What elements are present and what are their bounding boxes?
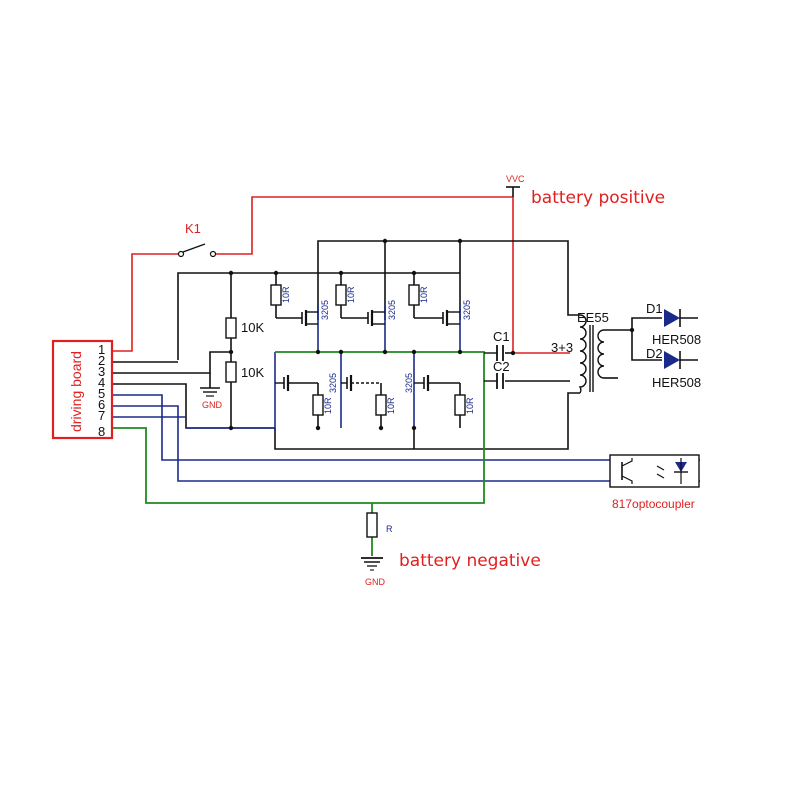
diode-d1: D1 HER508 (646, 301, 701, 347)
divider-bottom-label: 10K (241, 365, 264, 380)
vcc-label: VVC (506, 174, 525, 184)
connector-pin-8: 8 (98, 424, 105, 439)
svg-text:3205: 3205 (320, 300, 330, 320)
black-wires (113, 240, 698, 450)
switch-k1-label: K1 (185, 221, 201, 236)
resistor-r-bottom: R (366, 512, 393, 538)
switch-k1: K1 (177, 221, 217, 258)
connector-pin-4: 4 (98, 375, 105, 390)
d1-label: D1 (646, 301, 663, 316)
gate-resistor-top-1: 10R (270, 284, 291, 306)
mosfet-top-2: 3205 (367, 300, 397, 326)
svg-text:3205: 3205 (404, 373, 414, 393)
mosfet-bottom-1: 3205 (275, 373, 338, 393)
mosfet-top-3: 3205 (442, 300, 472, 326)
d2-part-label: HER508 (652, 375, 701, 390)
driving-board-connector: driving board 1 2 3 4 5 6 7 8 (51, 339, 114, 440)
mosfet-top-1: 3205 (301, 300, 330, 326)
svg-text:10R: 10R (323, 397, 333, 414)
connector-pin-2: 2 (98, 353, 105, 368)
divider-top-label: 10K (241, 320, 264, 335)
c2-label: C2 (493, 359, 510, 374)
optocoupler-817: 817optocoupler (609, 454, 700, 511)
d2-label: D2 (646, 346, 663, 361)
connector-pin-3: 3 (98, 364, 105, 379)
connector-pin-1: 1 (98, 342, 105, 357)
gnd-left-symbol: GND (200, 382, 223, 410)
mosfet-bottom-3: 3205 (404, 373, 460, 393)
svg-text:10R: 10R (281, 286, 291, 303)
battery-positive-label: battery positive (531, 188, 665, 208)
transformer-ratio-label: 3+3 (551, 340, 573, 355)
c1-label: C1 (493, 329, 510, 344)
svg-text:10R: 10R (465, 397, 475, 414)
junction-dots (228, 238, 635, 431)
transformer-label: EE55 (577, 310, 609, 325)
gate-resistor-bottom-3: 10R (454, 394, 475, 416)
gate-resistor-bottom-2: 10R (375, 394, 396, 416)
divider-resistor-top: 10K (225, 317, 264, 339)
connector-pin-7: 7 (98, 408, 105, 423)
d1-part-label: HER508 (652, 332, 701, 347)
optocoupler-label: 817optocoupler (612, 497, 695, 511)
divider-resistor-bottom: 10K (225, 361, 264, 383)
battery-negative-net (113, 351, 485, 556)
connector-pin-5: 5 (98, 386, 105, 401)
gnd-bottom-symbol: GND (361, 557, 386, 587)
r-bottom-label: R (386, 524, 393, 534)
gate-resistor-top-2: 10R (335, 284, 356, 306)
capacitor-c1: C1 (484, 329, 510, 361)
gate-resistor-bottom-1: 10R (312, 394, 333, 416)
svg-text:10R: 10R (346, 286, 356, 303)
connector-pin-6: 6 (98, 397, 105, 412)
driving-board-label: driving board (68, 351, 84, 432)
svg-text:3205: 3205 (328, 373, 338, 393)
battery-positive-net (113, 196, 570, 354)
mosfet-bottom-2 (341, 375, 381, 391)
transformer-ee55: EE55 3+3 (551, 310, 609, 394)
svg-text:10R: 10R (419, 286, 429, 303)
svg-text:3205: 3205 (462, 300, 472, 320)
battery-negative-label: battery negative (399, 551, 541, 571)
vcc-terminal: VVC (506, 174, 525, 197)
svg-text:3205: 3205 (387, 300, 397, 320)
capacitor-c2: C2 (484, 359, 510, 389)
svg-text:10R: 10R (386, 397, 396, 414)
gnd-left-label: GND (202, 400, 223, 410)
gate-resistor-top-3: 10R (408, 284, 429, 306)
diode-d2: D2 HER508 (646, 346, 701, 390)
gnd-bottom-label: GND (365, 577, 386, 587)
